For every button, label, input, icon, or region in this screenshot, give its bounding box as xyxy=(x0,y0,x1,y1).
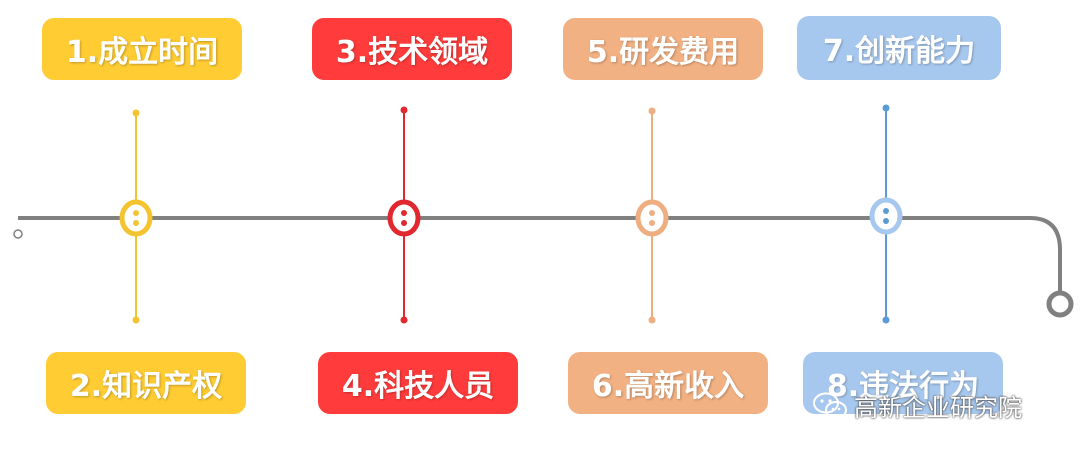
milestone-label-1: 1.成立时间 xyxy=(42,18,242,80)
milestone-label-2: 2.知识产权 xyxy=(46,352,246,414)
milestone-label-4: 4.科技人员 xyxy=(318,352,518,414)
watermark-text: 高新企业研究院 xyxy=(854,394,1022,422)
timeline-end-circle xyxy=(1046,290,1074,318)
milestone-label-3: 3.技术领域 xyxy=(312,18,512,80)
timeline-start-dot xyxy=(13,229,23,239)
milestone-label-7: 7.创新能力 xyxy=(797,16,1001,80)
milestone-label-6: 6.高新收入 xyxy=(568,352,768,414)
node-red xyxy=(387,106,421,324)
node-yellow xyxy=(119,109,153,324)
milestone-label-8: 8.违法行为 xyxy=(803,352,1003,414)
milestone-label-5: 5.研发费用 xyxy=(563,18,763,80)
node-peach xyxy=(635,107,669,324)
node-blue xyxy=(869,104,903,324)
watermark: 高新企业研究院 xyxy=(812,388,1022,423)
timeline-line xyxy=(18,216,1062,292)
wechat-icon xyxy=(813,392,847,419)
